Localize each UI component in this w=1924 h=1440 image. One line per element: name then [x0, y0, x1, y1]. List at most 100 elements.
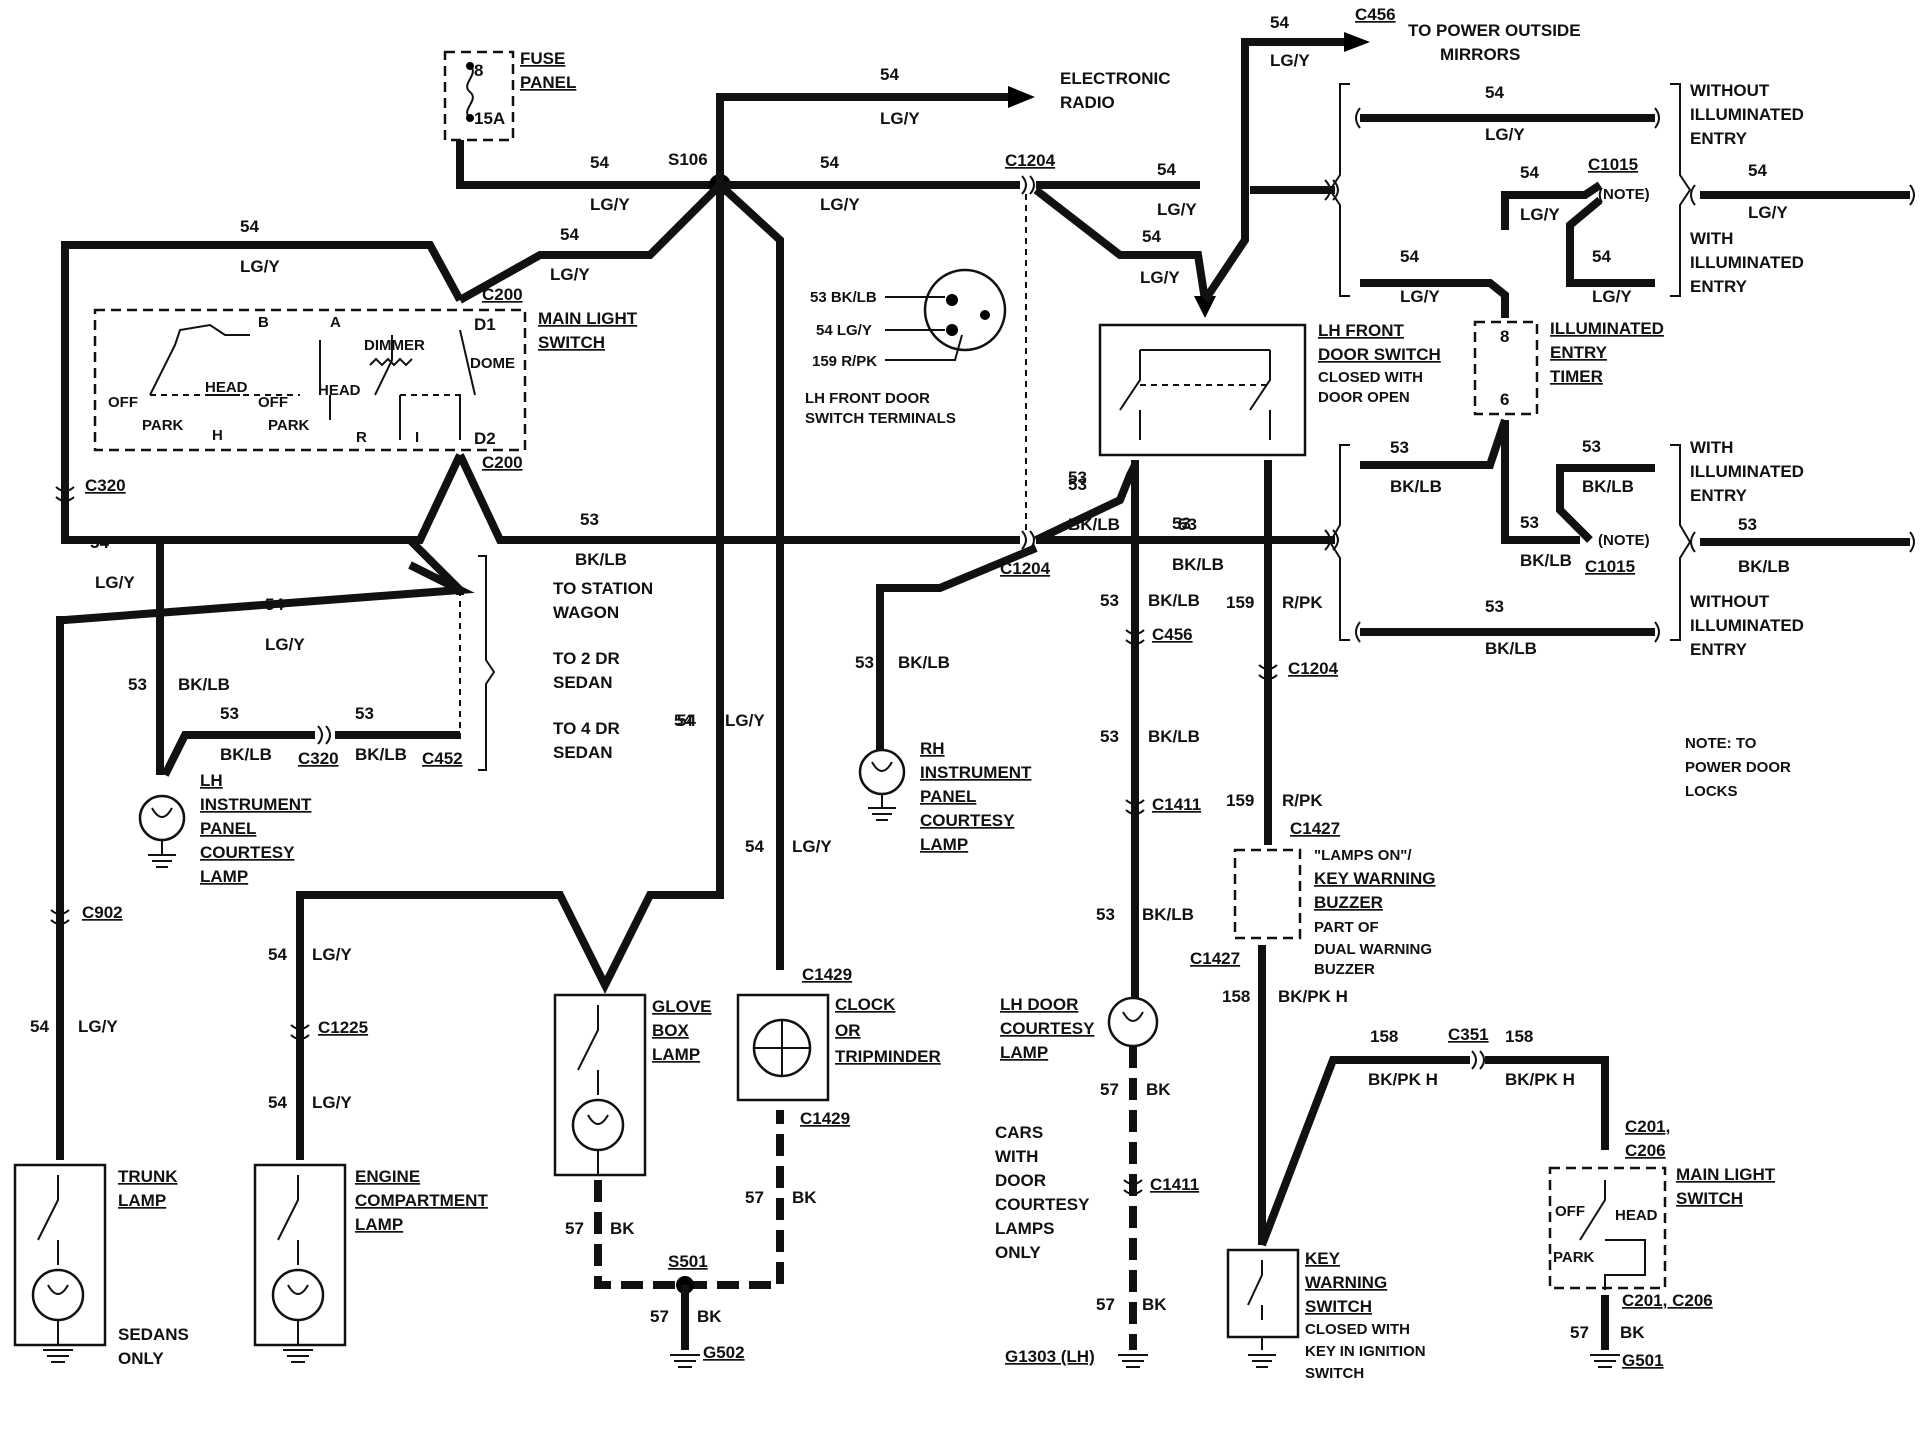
buzzer-label: KEY WARNING [1314, 869, 1436, 888]
option-label: ENTRY [1690, 486, 1748, 505]
fuse-panel-label: FUSE [520, 49, 565, 68]
connector-label: C1204 [1000, 559, 1051, 578]
wire-54-fuse-feed [456, 140, 720, 189]
wire-54-timer-return [1566, 196, 1655, 287]
terminal-label: 54 LG/Y [816, 322, 872, 339]
ground-label: G1303 (LH) [1005, 1347, 1095, 1366]
key-warning-switch: KEY WARNING SWITCH CLOSED WITH KEY IN IG… [1226, 1248, 1426, 1382]
wire-color: BK/LB [575, 550, 627, 569]
wire-color: BK/LB [1390, 477, 1442, 496]
wire-color: LG/Y [312, 1093, 352, 1112]
wire-color: BK/LB [1148, 591, 1200, 610]
wire-color: BK/LB [1142, 905, 1194, 924]
connector-c351 [1471, 1050, 1485, 1070]
lamp-label: COURTESY [1000, 1019, 1095, 1038]
wire-code: 53 [1096, 905, 1115, 924]
lamp-label: SEDANS [118, 1325, 189, 1344]
main-light-switch-label: MAIN LIGHT [538, 309, 638, 328]
dimmer-rheostat [369, 357, 413, 367]
connector-label: C902 [82, 903, 123, 922]
connector-c1204-lower [1258, 664, 1278, 680]
lamp-label: PANEL [920, 787, 976, 806]
wire-color: LG/Y [1485, 125, 1525, 144]
switch-contacts [149, 323, 476, 440]
connector-c1411-lower [1123, 1179, 1143, 1195]
option-label: ENTRY [1690, 277, 1748, 296]
position-park: PARK [1553, 1249, 1595, 1266]
wire-color: LG/Y [78, 1017, 118, 1036]
ground-g502-icon [670, 1354, 700, 1368]
wire-color: LG/Y [312, 945, 352, 964]
position-head: HEAD [318, 382, 361, 399]
splice-s106-label: S106 [668, 150, 708, 169]
door-switch-label: CLOSED WITH [1318, 369, 1423, 386]
lamp-label: LAMP [200, 867, 248, 886]
wire-color: LG/Y [792, 837, 832, 856]
wire-code: 54 [268, 945, 287, 964]
wire-break [1690, 531, 1915, 553]
wire-code: 53 [1172, 514, 1191, 533]
wire-code: 54 [1748, 161, 1767, 180]
wire-158-to-mls2 [1258, 1056, 1609, 1247]
wire-color: BK/LB [1738, 557, 1790, 576]
door-switch-label: DOOR OPEN [1318, 389, 1410, 406]
wire-color: BK/LB [1485, 639, 1537, 658]
connector-label: C1204 [1005, 151, 1056, 170]
connector-label: C1015 [1585, 557, 1635, 576]
note-text: LOCKS [1685, 783, 1738, 800]
main-light-switch-label: SWITCH [1676, 1189, 1743, 1208]
lamp-label: RH [920, 739, 945, 758]
position-park: PARK [142, 417, 184, 434]
wire-color: R/PK [1282, 593, 1323, 612]
body-style: TO 4 DR [553, 719, 620, 738]
wire-code: 57 [1570, 1323, 1589, 1342]
wire-code: 53 [855, 653, 874, 672]
terminal-label: 159 R/PK [812, 353, 877, 370]
lamp-label: INSTRUMENT [920, 763, 1032, 782]
connector-label: C320 [298, 749, 339, 768]
wire-code: 54 [30, 1017, 49, 1036]
key-warning-label: SWITCH [1305, 1297, 1372, 1316]
wire-code: 57 [650, 1307, 669, 1326]
connector-c902 [50, 909, 70, 925]
wire-color: LG/Y [1400, 287, 1440, 306]
connector-label: C1411 [1150, 1175, 1199, 1194]
splice-label: S501 [668, 1252, 708, 1271]
wire-color: LG/Y [820, 195, 860, 214]
wire-break [1324, 529, 1339, 551]
wire-color: LG/Y [95, 573, 135, 592]
wire-color: LG/Y [1748, 203, 1788, 222]
terminal-d2: D2 [474, 429, 496, 448]
lamp-label: COURTESY [920, 811, 1015, 830]
buzzer-label: DUAL WARNING [1314, 941, 1432, 958]
wire-53-timer-down [1501, 420, 1580, 544]
terminal-label: 53 BK/LB [810, 289, 877, 306]
ground-g501-icon [1590, 1354, 1620, 1368]
cars-with-label: CARS [995, 1123, 1043, 1142]
wire-code: 53 [355, 704, 374, 723]
timer-pin: 6 [1500, 390, 1509, 409]
lamp-label: LAMP [652, 1045, 700, 1064]
wire-color: BK [1142, 1295, 1167, 1314]
connector-label: C206 [1625, 1141, 1666, 1160]
connector-c320 [55, 486, 75, 502]
option-label: ILLUMINATED [1690, 105, 1804, 124]
wire-color: BK/PK H [1278, 987, 1348, 1006]
wire-code: 54 [265, 595, 284, 614]
option-label: ENTRY [1690, 640, 1748, 659]
note-tag: (NOTE) [1598, 186, 1650, 203]
option-label: ENTRY [1690, 129, 1748, 148]
connector-label: C1429 [800, 1109, 850, 1128]
illuminated-entry-timer: 8 6 ILLUMINATED ENTRY TIMER [1473, 319, 1664, 416]
lh-door-courtesy-lamp: LH DOOR COURTESY LAMP [1000, 995, 1159, 1062]
mirrors-label: TO POWER OUTSIDE [1408, 21, 1581, 40]
mirrors-connector: C456 [1355, 5, 1396, 24]
body-style: TO 2 DR [553, 649, 620, 668]
key-warning-label: CLOSED WITH [1305, 1321, 1410, 1338]
glove-box-lamp: GLOVE BOX LAMP [553, 993, 712, 1177]
wire-code: 53 [1068, 468, 1087, 487]
position-park: PARK [268, 417, 310, 434]
cars-with-label: LAMPS [995, 1219, 1055, 1238]
connector-label: C456 [1152, 625, 1193, 644]
wire-54-trunk [56, 561, 475, 1160]
